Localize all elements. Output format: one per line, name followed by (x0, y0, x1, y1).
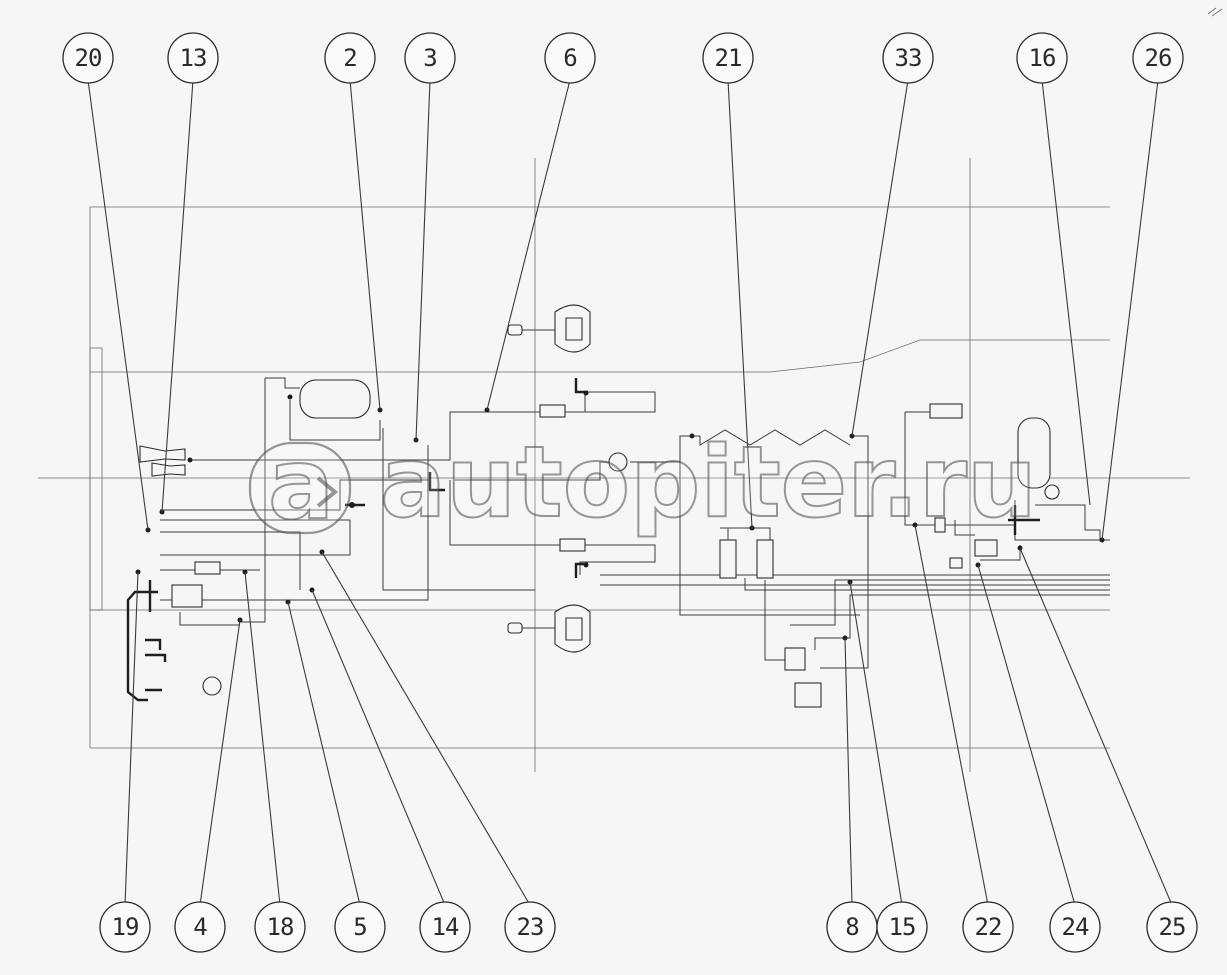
drain-valve (949, 557, 963, 569)
callout-label: 25 (1159, 913, 1186, 941)
callout-circle (1146, 901, 1198, 953)
callout-circle (702, 32, 754, 84)
filter-upper (539, 404, 566, 418)
chassis-frame (38, 158, 1190, 772)
callout-label: 19 (112, 913, 139, 941)
callout-label: 13 (180, 44, 207, 72)
callout-label: 2 (343, 44, 356, 72)
callout-label: 16 (1029, 44, 1056, 72)
compressor (608, 452, 628, 472)
air-horn-upper (139, 445, 186, 463)
callout-label: 33 (895, 44, 922, 72)
callout-circle (419, 901, 471, 953)
callout-label: 5 (353, 913, 366, 941)
callout-25: 25 (1146, 901, 1198, 953)
callout-label: 26 (1145, 44, 1172, 72)
pipelines (160, 377, 1110, 669)
callouts-bottom: 19 4 18 5 14 23 8 15 22 24 25 (99, 901, 1198, 953)
callout-circle (254, 901, 306, 953)
callout-circle (544, 32, 596, 84)
components (139, 304, 1060, 708)
callout-18: 18 (254, 901, 306, 953)
control-valve (784, 647, 806, 671)
callout-19: 19 (99, 901, 151, 953)
callout-22: 22 (962, 901, 1014, 953)
air-horn-lower (151, 462, 186, 477)
callout-6: 6 (544, 32, 596, 84)
callout-circle (962, 901, 1014, 953)
pressure-regulator (974, 539, 998, 557)
callout-label: 24 (1062, 913, 1089, 941)
callout-circle (174, 901, 226, 953)
callout-circle (404, 32, 456, 84)
callout-5: 5 (334, 901, 386, 953)
callout-circle (1049, 901, 1101, 953)
callout-8: 8 (826, 901, 878, 953)
callout-label: 3 (423, 44, 436, 72)
control-box (794, 682, 822, 708)
callout-label: 20 (75, 44, 102, 72)
callout-circle (504, 901, 556, 953)
callout-label: 8 (845, 913, 858, 941)
callout-16: 16 (1016, 32, 1068, 84)
callout-circle (876, 901, 928, 953)
valve-block (171, 584, 203, 608)
callout-15: 15 (876, 901, 928, 953)
callout-13: 13 (167, 32, 219, 84)
callout-label: 22 (975, 913, 1002, 941)
callout-circle (1016, 32, 1068, 84)
watermark: a autopiter.ru (248, 425, 1038, 543)
callout-label: 23 (517, 913, 544, 941)
autopiter-logo-icon (248, 441, 352, 535)
watermark-text: autopiter.ru (380, 426, 1037, 540)
callout-label: 14 (432, 913, 459, 941)
callout-circle (882, 32, 934, 84)
callout-2: 2 (324, 32, 376, 84)
callout-4: 4 (174, 901, 226, 953)
callout-33: 33 (882, 32, 934, 84)
pipe-bundle (126, 378, 1040, 702)
corner-mark-icon (1207, 7, 1223, 17)
callout-24: 24 (1049, 901, 1101, 953)
callout-21: 21 (702, 32, 754, 84)
callout-14: 14 (419, 901, 471, 953)
callout-label: 6 (563, 44, 576, 72)
callout-label: 15 (889, 913, 916, 941)
air-receiver-tank (299, 379, 371, 419)
pressure-gauge (202, 676, 222, 696)
leader-lines (87, 79, 1173, 906)
callout-20: 20 (62, 32, 114, 84)
dryer-valve (1044, 484, 1060, 500)
protection-valve (934, 517, 946, 533)
trailer-coupling (929, 403, 963, 419)
callouts-top: 20 13 2 3 6 21 33 16 26 (62, 32, 1184, 84)
callout-circle (62, 32, 114, 84)
callout-circle (334, 901, 386, 953)
relay-valve (194, 561, 221, 575)
filter-lower (559, 538, 586, 552)
callout-label: 21 (715, 44, 742, 72)
callout-circle (167, 32, 219, 84)
modulator-right (756, 539, 774, 579)
callout-26: 26 (1132, 32, 1184, 84)
callout-circle (1132, 32, 1184, 84)
callout-label: 4 (193, 913, 207, 941)
callout-23: 23 (504, 901, 556, 953)
callout-3: 3 (404, 32, 456, 84)
air-dryer-tank (1017, 417, 1051, 489)
modulator-left (719, 539, 737, 579)
callout-circle (324, 32, 376, 84)
callout-label: 18 (267, 913, 294, 941)
callout-circle (99, 901, 151, 953)
